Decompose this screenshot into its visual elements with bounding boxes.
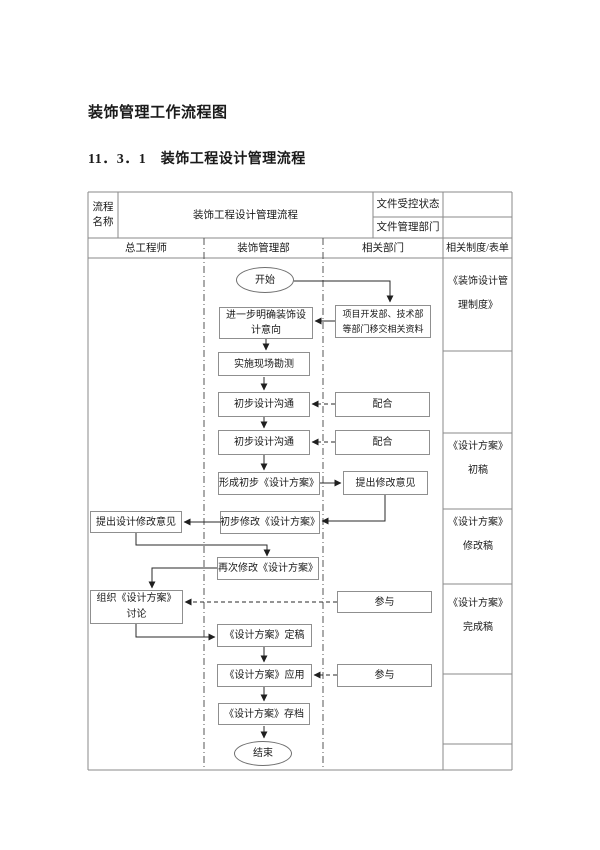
sidebar-plan-final-draft: 《设计方案》完成稿 (448, 598, 508, 633)
flow-node-second-revision: 再次修改《设计方案》 (217, 557, 319, 580)
flow-node-archive-plan: 《设计方案》存档 (218, 703, 310, 725)
flow-node-organize-discussion: 组织《设计方案》讨论 (90, 590, 183, 624)
flow-node-design-comm-2: 初步设计沟通 (218, 430, 310, 455)
lane-header-chief-engineer: 总工程师 (125, 242, 167, 254)
flow-node-handover: 项目开发部、技术部等部门移交相关资料 (335, 305, 431, 338)
flow-node-finalize-plan: 《设计方案》定稿 (217, 624, 312, 647)
flow-node-start: 开始 (236, 267, 294, 293)
file-dept-value (443, 217, 512, 238)
controlled-state-label: 文件受控状态 (376, 199, 440, 210)
flow-node-site-survey: 实施现场勘测 (218, 352, 310, 376)
flow-node-propose-modifications: 提出修改意见 (343, 471, 428, 495)
flow-node-participate-1: 参与 (337, 591, 432, 613)
flow-node-cooperate-2: 配合 (335, 430, 430, 455)
flow-node-form-initial-plan: 形成初步《设计方案》 (218, 472, 320, 495)
controlled-state-value (443, 192, 512, 217)
sidebar-design-mgmt-system: 《装饰设计管理制度》 (448, 276, 508, 311)
lane-header-related-depts: 相关部门 (362, 242, 404, 254)
sidebar-plan-revised-draft: 《设计方案》修改稿 (448, 517, 508, 552)
process-name-label: 流程名称 (92, 202, 114, 228)
page-title: 装饰管理工作流程图 (88, 105, 228, 121)
lane-header-decoration-dept: 装饰管理部 (237, 242, 290, 254)
section-heading: 11．3．1 装饰工程设计管理流程 (88, 152, 306, 167)
flow-node-initial-revision: 初步修改《设计方案》 (220, 511, 320, 534)
process-name-value: 装饰工程设计管理流程 (193, 209, 298, 221)
flow-node-participate-2: 参与 (337, 664, 432, 687)
flow-node-design-comm-1: 初步设计沟通 (218, 392, 310, 417)
file-dept-label: 文件管理部门 (376, 222, 440, 233)
flow-node-clarify-intent: 进一步明确装饰设计意向 (219, 307, 313, 339)
lane-header-related-docs: 相关制度/表单 (446, 242, 509, 254)
flow-node-apply-plan: 《设计方案》应用 (217, 664, 312, 687)
sidebar-plan-first-draft: 《设计方案》初稿 (448, 441, 508, 476)
flow-node-cooperate-1: 配合 (335, 392, 430, 417)
flow-node-chief-modifications: 提出设计修改意见 (90, 511, 182, 533)
flow-node-end: 结束 (234, 741, 292, 766)
